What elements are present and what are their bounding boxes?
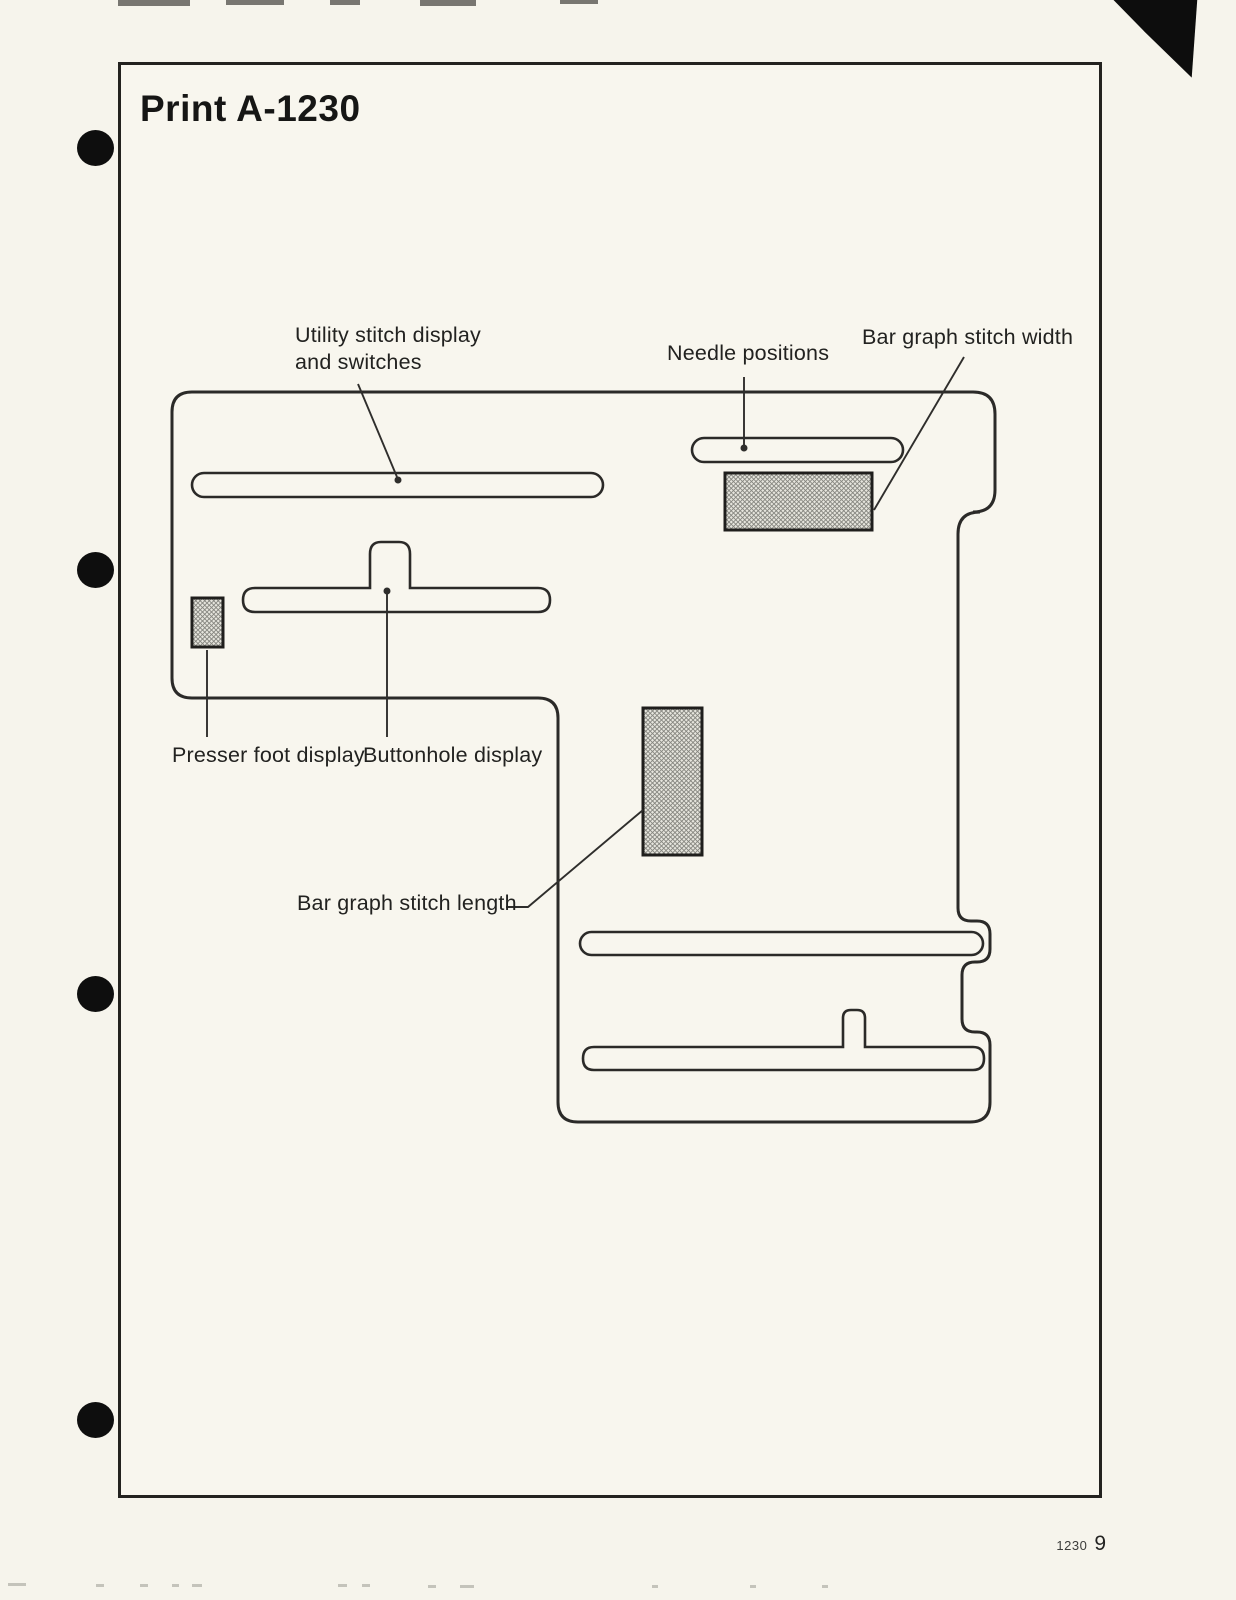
presser-foot-display-area <box>190 596 225 649</box>
page-footer: 1230 9 <box>1040 1532 1106 1556</box>
utility-stitch-slot <box>190 471 605 499</box>
punch-hole <box>77 552 114 588</box>
scan-artifact <box>338 1584 347 1587</box>
scan-artifact <box>652 1585 658 1588</box>
utility-leader-dot <box>394 476 402 484</box>
scan-artifact <box>428 1585 436 1588</box>
needle-leader-dot <box>740 444 748 452</box>
stitch-width-leader-line <box>873 356 965 511</box>
label-utility-line2: and switches <box>295 350 422 374</box>
footer-doc-number: 1230 <box>1056 1538 1088 1553</box>
scan-artifact <box>192 1584 202 1587</box>
scan-artifact <box>362 1584 370 1587</box>
label-stitch-width: Bar graph stitch width <box>862 325 1074 349</box>
buttonhole-slot <box>241 540 552 614</box>
footer-page-number: 9 <box>1094 1532 1106 1555</box>
scan-artifact <box>140 1584 148 1587</box>
page-title: Print A-1230 <box>140 88 361 129</box>
scan-artifact <box>330 0 360 5</box>
label-utility-stitch-display: Utility stitch display and switches <box>295 322 481 376</box>
utility-leader-line <box>357 383 398 478</box>
lower-slot-1 <box>578 930 985 957</box>
page-border <box>118 62 1102 1498</box>
punch-hole <box>77 1402 114 1438</box>
lower-slot-2 <box>581 1008 986 1072</box>
punch-hole <box>77 130 114 166</box>
scan-artifact <box>750 1585 756 1588</box>
scan-artifact <box>226 0 284 5</box>
scan-artifact <box>460 1585 474 1588</box>
panel-outline <box>170 390 997 1124</box>
stitch-width-bargraph-area <box>723 471 874 532</box>
label-presser-foot-display: Presser foot display <box>172 743 365 767</box>
scan-artifact <box>96 1584 104 1587</box>
stitch-length-leader-line <box>506 809 644 908</box>
needle-positions-slot <box>690 436 905 464</box>
scan-artifact <box>172 1584 179 1587</box>
label-utility-line1: Utility stitch display <box>295 323 482 347</box>
scan-artifact <box>420 0 476 6</box>
punch-hole <box>77 976 114 1012</box>
buttonhole-leader-dot <box>383 587 391 595</box>
scan-artifact <box>8 1583 26 1586</box>
label-buttonhole-display: Buttonhole display <box>363 743 543 767</box>
scan-artifact <box>118 0 190 6</box>
scan-artifact <box>822 1585 828 1588</box>
label-stitch-length: Bar graph stitch length <box>297 891 517 915</box>
stitch-length-bargraph-area <box>641 706 704 857</box>
label-needle-positions: Needle positions <box>667 341 830 365</box>
scan-artifact <box>560 0 598 4</box>
